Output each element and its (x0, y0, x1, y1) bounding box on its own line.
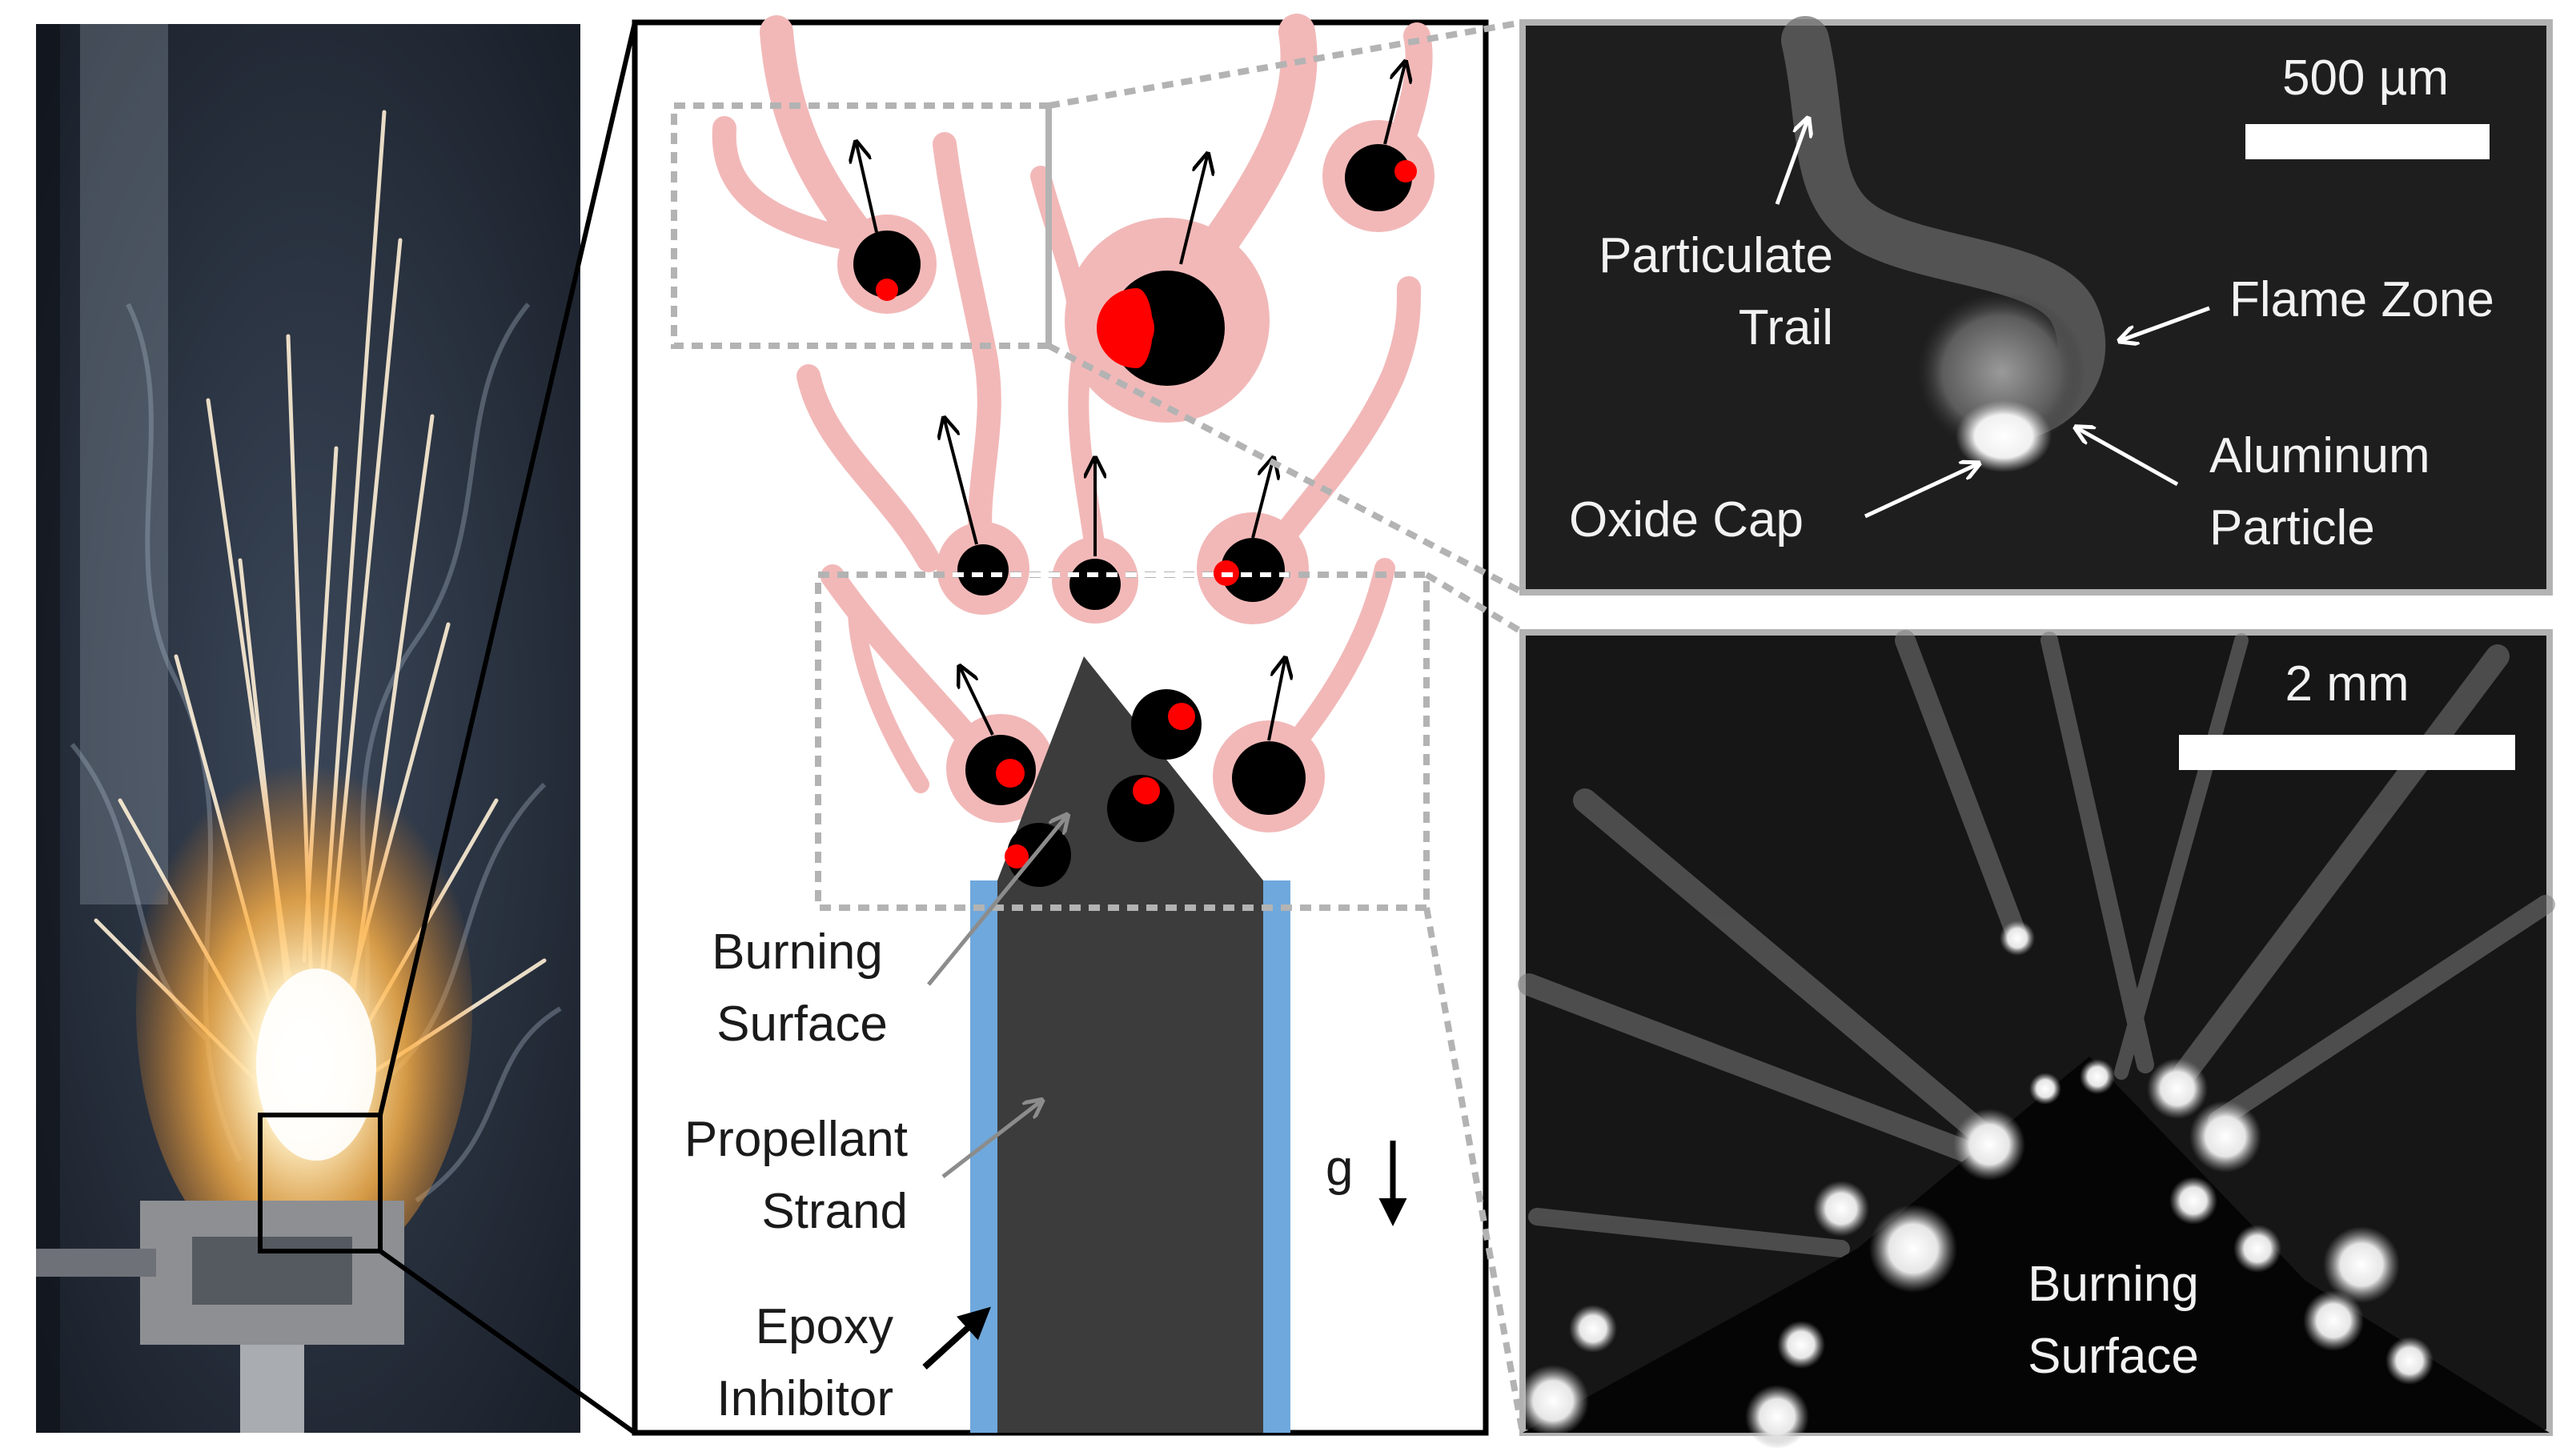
micrograph-bottom: 2 mm Burning Surface (1517, 629, 2555, 1449)
micrograph-top: 500 µm Particulate Trail Flame Zone Alum… (1519, 16, 2553, 596)
oxide-cap-label: Oxide Cap (1569, 492, 1804, 548)
zoom-connectors (1047, 19, 1526, 1434)
particulate-trail-label-line1: Particulate (1599, 228, 1833, 283)
burning-surface-pointer (927, 816, 1066, 986)
burning-surface-micrograph-label-line1: Burning (2028, 1257, 2199, 1312)
dotted-region-bottom (815, 572, 1430, 911)
velocity-arrows (857, 64, 1405, 741)
particulate-trail-label-line2: Trail (1739, 300, 1833, 355)
zoom-box (258, 1113, 383, 1253)
photo-panel (36, 24, 580, 1433)
zoom-line-bottom (379, 1249, 636, 1435)
burning-surface-label-line1: Burning (712, 925, 883, 980)
burning-surface-label-line2: Surface (716, 997, 888, 1052)
epoxy-inhibitor-pointer (922, 1306, 991, 1370)
scale-bar-500um (2245, 124, 2490, 159)
epoxy-inhibitor-label-line1: Epoxy (756, 1299, 893, 1354)
propellant-strand-label-line1: Propellant (684, 1112, 908, 1167)
schematic-panel: Burning Surface Propellant Strand Epoxy … (632, 14, 1489, 1436)
scale-bar-500um-label: 500 µm (2282, 50, 2449, 106)
zoom-line-top (378, 22, 637, 1116)
scale-bar-2mm (2179, 735, 2515, 770)
bright-particles (1517, 921, 2434, 1449)
propellant-strand-label-line2: Strand (761, 1184, 908, 1239)
epoxy-inhibitor-left (970, 880, 997, 1433)
burning-surface-micrograph-label-line2: Surface (2028, 1329, 2199, 1384)
flame-zone-label: Flame Zone (2229, 272, 2494, 327)
aluminum-particles (853, 144, 1417, 887)
epoxy-inhibitor-label-line2: Inhibitor (716, 1371, 893, 1426)
propellant-strand-pointer (941, 1101, 1041, 1178)
aluminum-particle-label-line1: Aluminum (2209, 428, 2430, 483)
aluminum-particle-label-line2: Particle (2209, 500, 2375, 556)
scale-bar-2mm-label: 2 mm (2285, 656, 2410, 712)
gravity-label: g (1326, 1141, 1353, 1196)
epoxy-inhibitor-right (1263, 880, 1290, 1433)
